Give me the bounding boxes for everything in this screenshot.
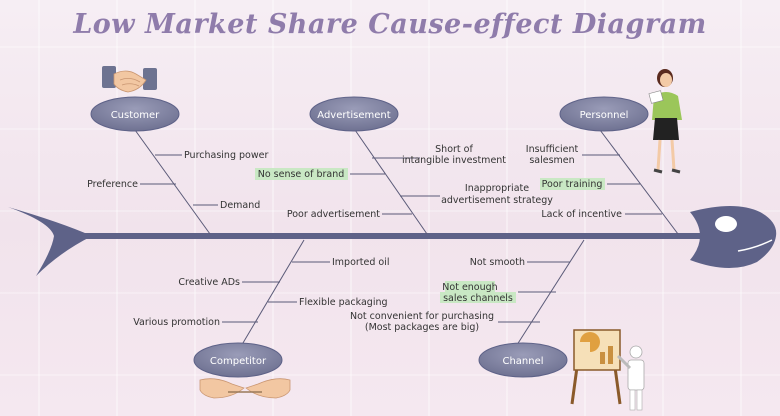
cause-creative-ads: Creative ADs bbox=[178, 277, 240, 288]
competitor-bone bbox=[239, 239, 305, 349]
category-advertisement: Advertisement bbox=[309, 96, 399, 132]
cause-demand: Demand bbox=[220, 200, 260, 211]
cause-poor-advertisement: Poor advertisement bbox=[287, 209, 380, 220]
category-competitor-label: Competitor bbox=[210, 356, 267, 367]
cause-not-smooth: Not smooth bbox=[470, 257, 525, 268]
cause-no-sense-of-brand: No sense of brand bbox=[258, 169, 345, 180]
businesswoman-icon bbox=[648, 69, 682, 174]
customer-bone bbox=[134, 129, 211, 235]
cause-lack-of-incentive: Lack of incentive bbox=[541, 209, 622, 220]
handshake-icon bbox=[102, 66, 157, 93]
cause-imported-oil: Imported oil bbox=[332, 257, 390, 268]
highlight-no-sense-of-brand bbox=[255, 168, 348, 180]
cause-not-enough: Not enough bbox=[442, 282, 497, 293]
cause-various-promotion: Various promotion bbox=[133, 317, 220, 328]
category-channel: Channel bbox=[478, 342, 568, 378]
personnel-bone bbox=[599, 129, 679, 235]
cause-sales-channels: sales channels bbox=[443, 293, 513, 304]
category-customer-label: Customer bbox=[111, 110, 160, 121]
category-personnel: Personnel bbox=[559, 96, 649, 132]
cause-insufficient: Insufficient bbox=[526, 144, 579, 155]
highlight-not-enough bbox=[445, 281, 495, 292]
cause-not-convenient: Not convenient for purchasing bbox=[350, 311, 494, 322]
fish-tail bbox=[8, 207, 92, 276]
diagram-title: Low Market Share Cause-effect Diagram bbox=[72, 9, 706, 40]
category-personnel-label: Personnel bbox=[580, 110, 629, 121]
presentation-board-icon bbox=[570, 329, 645, 411]
category-advertisement-label: Advertisement bbox=[317, 110, 390, 121]
fish-mouth bbox=[737, 239, 773, 252]
cause-salesmen: salesmen bbox=[529, 155, 574, 166]
cause-purchasing-power: Purchasing power bbox=[184, 150, 268, 161]
fish-head bbox=[690, 206, 777, 269]
cause-flexible-packaging: Flexible packaging bbox=[299, 297, 388, 308]
category-channel-label: Channel bbox=[502, 356, 543, 367]
cause-advertisement-strategy: advertisement strategy bbox=[441, 195, 553, 206]
cause-short-of: Short of bbox=[435, 144, 473, 155]
category-competitor: Competitor bbox=[193, 342, 283, 378]
fish-eye bbox=[715, 216, 737, 232]
highlight-poor-training bbox=[540, 178, 605, 190]
category-customer: Customer bbox=[90, 96, 180, 132]
cause-preference: Preference bbox=[87, 179, 138, 190]
cause-most-packages-big: (Most packages are big) bbox=[365, 322, 479, 333]
highlight-sales-channels bbox=[440, 292, 516, 303]
hands-pulling-icon bbox=[199, 378, 291, 399]
channel-bone bbox=[514, 239, 585, 349]
cause-poor-training: Poor training bbox=[542, 179, 603, 190]
cause-intangible-investment: intangible investment bbox=[402, 155, 506, 166]
cause-inappropriate: Inappropriate bbox=[465, 183, 529, 194]
advertisement-bone bbox=[354, 129, 428, 235]
